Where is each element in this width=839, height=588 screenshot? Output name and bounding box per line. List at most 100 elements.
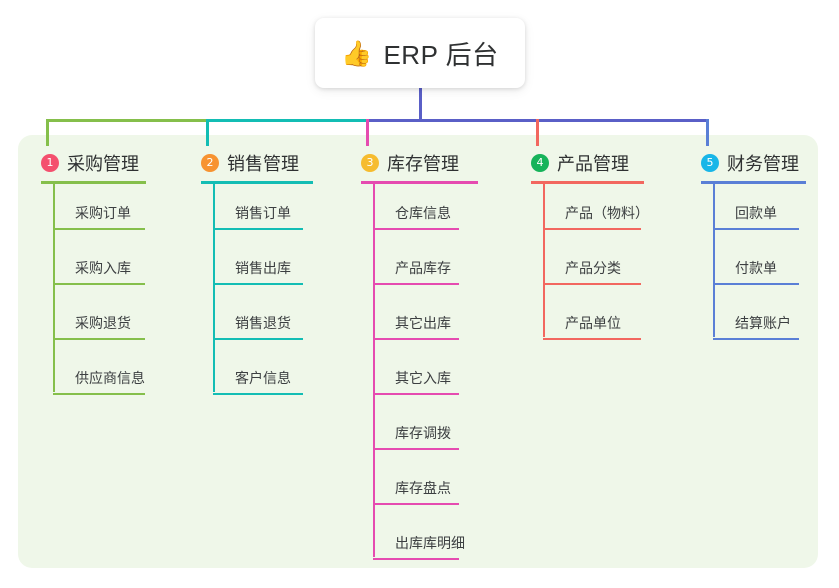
connector-drop-3: [366, 119, 369, 146]
leaf-node-label: 产品分类: [565, 260, 621, 276]
leaf-node[interactable]: 客户信息: [213, 368, 303, 395]
leaf-node-label: 产品库存: [395, 260, 451, 276]
branch-title-label: 产品管理: [557, 154, 629, 174]
leaf-node-underline: [543, 338, 641, 340]
branch-header-underline: [701, 181, 806, 184]
branch-spine: [373, 184, 375, 557]
leaf-node-label: 仓库信息: [395, 205, 451, 221]
leaf-node[interactable]: 出库库明细: [373, 533, 465, 560]
leaf-node-label: 销售订单: [235, 205, 291, 221]
leaf-node-label: 出库库明细: [395, 535, 465, 551]
leaf-node-underline: [713, 228, 799, 230]
branch-number-badge: 3: [361, 154, 379, 172]
leaf-node-underline: [213, 283, 303, 285]
leaf-node-underline: [53, 283, 145, 285]
leaf-node[interactable]: 其它入库: [373, 368, 459, 395]
leaf-node[interactable]: 其它出库: [373, 313, 459, 340]
branch-header-3[interactable]: 3 库存管理: [361, 150, 478, 184]
branch-number-badge: 4: [531, 154, 549, 172]
connector-root-stem: [419, 88, 422, 122]
branch-spine: [213, 184, 215, 392]
leaf-node-label: 销售退货: [235, 315, 291, 331]
leaf-node-underline: [53, 338, 145, 340]
root-node-erp-backend[interactable]: 👍 ERP 后台: [315, 18, 525, 88]
leaf-node-label: 采购退货: [75, 315, 131, 331]
branch-spine: [53, 184, 55, 392]
leaf-node-underline: [373, 448, 459, 450]
leaf-node[interactable]: 结算账户: [713, 313, 799, 340]
branch-header-2[interactable]: 2 销售管理: [201, 150, 313, 184]
connector-bus-segment-2: [207, 119, 367, 122]
leaf-node-underline: [373, 558, 459, 560]
branch-number-badge: 1: [41, 154, 59, 172]
connector-drop-5: [706, 119, 709, 146]
leaf-node[interactable]: 产品（物料）: [543, 203, 649, 230]
branch-number-badge: 2: [201, 154, 219, 172]
leaf-node[interactable]: 采购入库: [53, 258, 145, 285]
leaf-node[interactable]: 产品单位: [543, 313, 641, 340]
leaf-node[interactable]: 产品分类: [543, 258, 641, 285]
branch-column-库存管理: 3 库存管理仓库信息产品库存其它出库其它入库库存调拨库存盘点出库库明细: [361, 150, 478, 560]
leaf-node-underline: [713, 338, 799, 340]
leaf-node-underline: [373, 503, 459, 505]
leaf-node-label: 销售出库: [235, 260, 291, 276]
leaf-node-underline: [713, 283, 799, 285]
leaf-node-underline: [373, 283, 459, 285]
connector-bus-segment-3: [367, 119, 537, 122]
leaf-node-underline: [373, 393, 459, 395]
leaf-node-label: 回款单: [735, 205, 777, 221]
leaf-node-label: 采购订单: [75, 205, 131, 221]
branch-column-销售管理: 2 销售管理销售订单销售出库销售退货客户信息: [201, 150, 313, 395]
branch-title-label: 库存管理: [387, 154, 459, 174]
branch-header-4[interactable]: 4 产品管理: [531, 150, 644, 184]
leaf-node-label: 付款单: [735, 260, 777, 276]
leaf-node-underline: [543, 228, 641, 230]
leaf-node-label: 供应商信息: [75, 370, 145, 386]
leaf-node[interactable]: 仓库信息: [373, 203, 459, 230]
connector-drop-1: [46, 119, 49, 146]
branch-title-label: 销售管理: [227, 154, 299, 174]
branch-column-采购管理: 1 采购管理采购订单采购入库采购退货供应商信息: [41, 150, 146, 395]
branch-spine: [543, 184, 545, 337]
leaf-node[interactable]: 供应商信息: [53, 368, 145, 395]
leaf-node-label: 库存调拨: [395, 425, 451, 441]
branches-panel: [18, 135, 818, 568]
leaf-node-underline: [53, 393, 145, 395]
branch-header-underline: [41, 181, 146, 184]
leaf-node[interactable]: 库存调拨: [373, 423, 459, 450]
branch-title-label: 采购管理: [67, 154, 139, 174]
leaf-node-underline: [53, 228, 145, 230]
leaf-node[interactable]: 回款单: [713, 203, 799, 230]
leaf-node-underline: [213, 228, 303, 230]
leaf-node-label: 采购入库: [75, 260, 131, 276]
leaf-node[interactable]: 库存盘点: [373, 478, 459, 505]
connector-bus-segment-4: [537, 119, 707, 122]
leaf-node-label: 其它入库: [395, 370, 451, 386]
leaf-node[interactable]: 付款单: [713, 258, 799, 285]
leaf-node-label: 产品单位: [565, 315, 621, 331]
branch-header-underline: [361, 181, 478, 184]
leaf-node[interactable]: 产品库存: [373, 258, 459, 285]
root-node-title: ERP 后台: [383, 39, 499, 70]
branch-column-产品管理: 4 产品管理产品（物料） 产品分类产品单位: [531, 150, 649, 340]
leaf-node-label: 结算账户: [735, 315, 791, 331]
leaf-node-label: 产品（物料）: [565, 205, 649, 221]
root-node-content: 👍 ERP 后台: [341, 35, 498, 72]
leaf-node-underline: [373, 338, 459, 340]
connector-drop-2: [206, 119, 209, 146]
connector-drop-4: [536, 119, 539, 146]
leaf-node-label: 库存盘点: [395, 480, 451, 496]
leaf-node[interactable]: 销售退货: [213, 313, 303, 340]
leaf-node-underline: [373, 228, 459, 230]
leaf-node-underline: [213, 393, 303, 395]
thumbs-up-icon: 👍: [341, 38, 373, 68]
branch-header-1[interactable]: 1 采购管理: [41, 150, 146, 184]
leaf-node[interactable]: 采购订单: [53, 203, 145, 230]
leaf-node[interactable]: 采购退货: [53, 313, 145, 340]
leaf-node[interactable]: 销售订单: [213, 203, 303, 230]
branch-header-underline: [201, 181, 313, 184]
leaf-node-label: 客户信息: [235, 370, 291, 386]
leaf-node[interactable]: 销售出库: [213, 258, 303, 285]
